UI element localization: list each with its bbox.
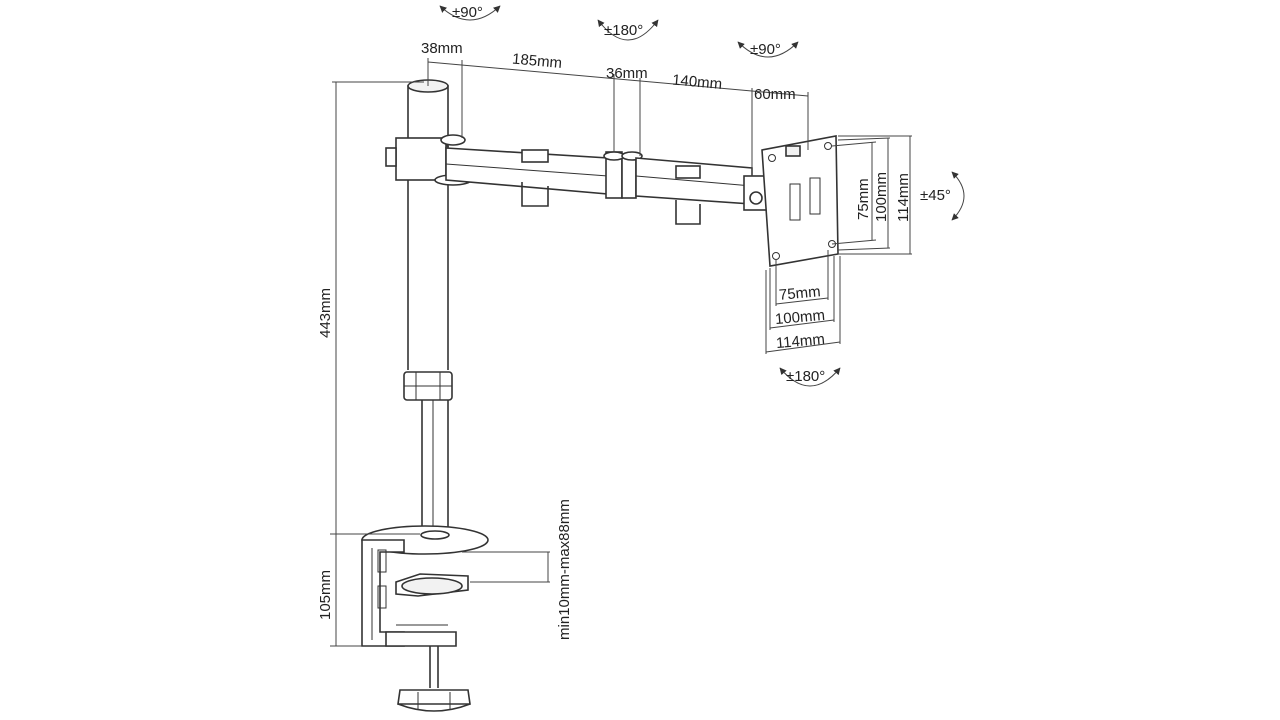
tilt-label: ±45°: [920, 187, 951, 204]
rotation-arrow-head: [737, 41, 799, 58]
vesa-horizontal-75-label: 75mm: [778, 283, 821, 304]
rotation-arrow-plate: [779, 367, 841, 387]
pole-offset-label: 38mm: [421, 40, 463, 57]
arm-middle-rotation-label: ±180°: [604, 22, 643, 39]
vesa-horizontal-100-label: 100mm: [774, 307, 825, 328]
vesa-vertical-dimension-lines: [831, 135, 912, 255]
desk-thickness-dimension: [462, 551, 550, 583]
arm-first-segment: [385, 134, 609, 207]
vesa-horizontal-114-label: 114mm: [775, 331, 825, 352]
head-rotation-label: ±90°: [750, 41, 781, 58]
vesa-vertical-114-label: 114mm: [895, 173, 912, 222]
first-arm-length-label: 185mm: [511, 51, 562, 72]
plate-rotation-label: ±180°: [786, 368, 825, 385]
rotation-arrow-arm-base: [439, 5, 501, 21]
arm-second-segment: [635, 157, 753, 225]
vesa-vertical-100-label: 100mm: [873, 172, 890, 222]
clamp-height-dimension: [330, 533, 362, 647]
height-collar: [403, 371, 453, 401]
head-length-label: 60mm: [754, 86, 796, 103]
vesa-horizontal-dimension-lines: [765, 250, 841, 354]
desk-clamp: [361, 539, 471, 712]
arm-base-rotation-label: ±90°: [452, 4, 483, 21]
clamp-height-label: 105mm: [317, 570, 334, 620]
second-arm-length-label: 140mm: [671, 72, 722, 93]
arm-dimension-lines: [427, 58, 809, 176]
rotation-arrow-tilt: [951, 171, 965, 221]
vesa-plate: [761, 135, 839, 267]
pole-height-label: 443mm: [317, 288, 334, 338]
rotation-arrow-arm-middle: [597, 19, 659, 41]
desk-thickness-label: min10mm-max88mm: [556, 499, 573, 640]
vesa-vertical-75-label: 75mm: [855, 178, 872, 220]
joint-width-label: 36mm: [606, 65, 648, 82]
